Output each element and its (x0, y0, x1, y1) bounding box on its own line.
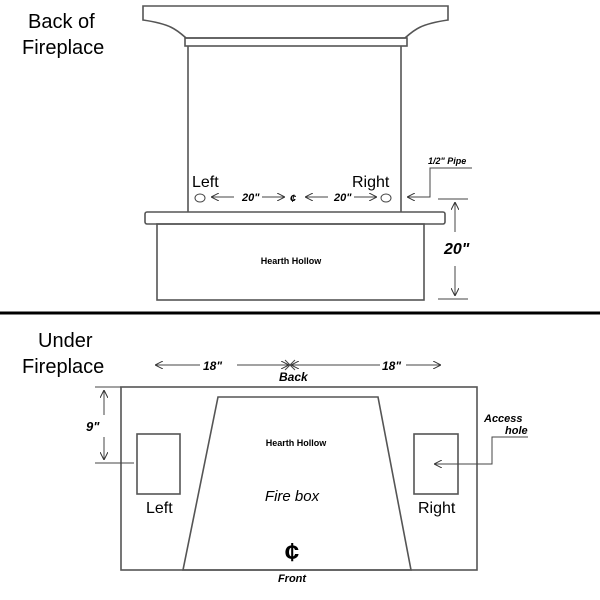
back-view: Back of Fireplace Left Right 20" ¢ 20" 1… (22, 5, 472, 301)
hearth-slab (144, 211, 446, 225)
under-center-mark: ¢ (285, 537, 299, 567)
under-hearth-label: Hearth Hollow (266, 438, 328, 448)
hearth-base (156, 223, 425, 301)
left-pipe-hole (194, 193, 206, 203)
access-label-line2: hole (505, 425, 528, 437)
under-dim-right: 18" (382, 359, 401, 373)
mantel-band (184, 37, 408, 47)
under-view: Under Fireplace 18" 18" Back 9" Hearth H… (22, 330, 528, 585)
under-dim-left: 18" (203, 359, 222, 373)
firebox-outline (182, 396, 412, 571)
under-title-line1: Under (38, 330, 93, 352)
under-title-line2: Fireplace (22, 356, 104, 378)
under-back-label: Back (279, 370, 309, 384)
back-dim-right: 20" (333, 192, 352, 204)
back-center-mark: ¢ (290, 193, 297, 205)
under-front-label: Front (278, 573, 307, 585)
mantel-cap (142, 5, 449, 39)
under-depth-label: 9" (86, 419, 100, 434)
back-hearth-label: Hearth Hollow (261, 256, 323, 266)
firebox-label: Fire box (265, 488, 320, 505)
back-title-line2: Fireplace (22, 37, 104, 59)
right-pipe-hole (380, 193, 392, 203)
back-dim-left: 20" (241, 192, 260, 204)
access-label-line1: Access (483, 413, 523, 425)
back-left-label: Left (192, 174, 219, 191)
under-right-label: Right (418, 500, 456, 517)
pipe-label: 1/2" Pipe (428, 156, 466, 166)
back-height-label: 20" (443, 241, 470, 258)
back-title-line1: Back of (28, 11, 95, 33)
pipe-callout-line (408, 167, 472, 197)
back-right-label: Right (352, 174, 390, 191)
under-left-label: Left (146, 500, 173, 517)
left-access-hole (136, 433, 181, 495)
access-callout-line (435, 436, 528, 464)
